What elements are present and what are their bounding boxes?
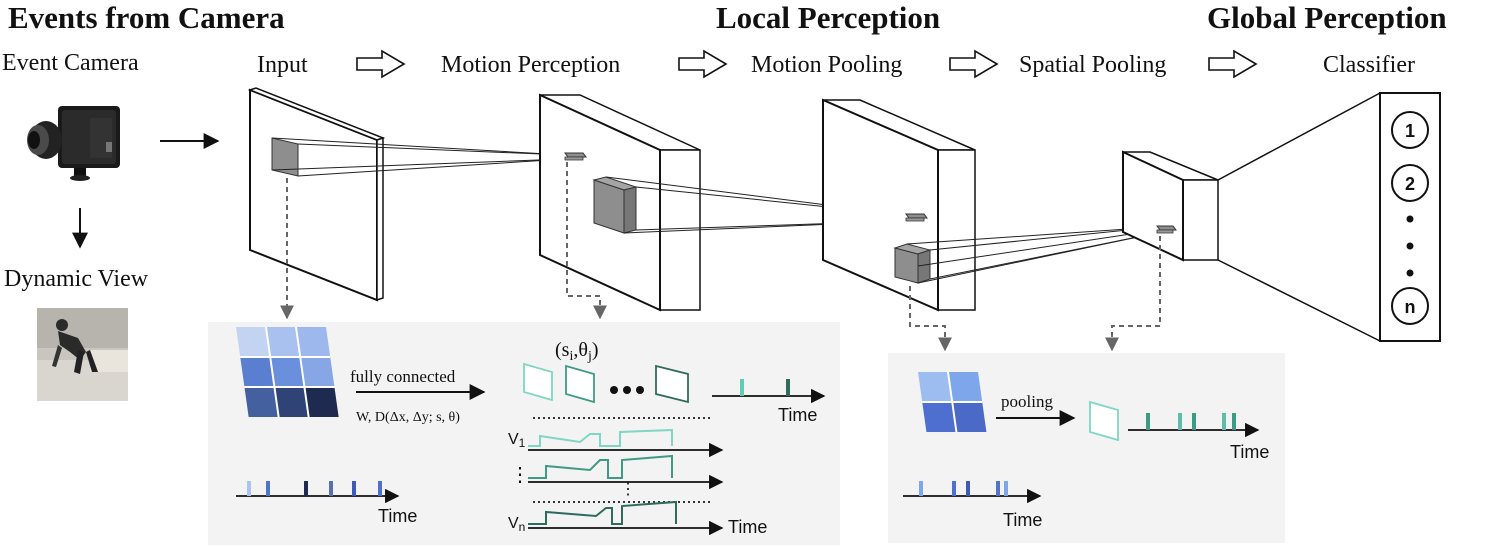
v1-label: V1 xyxy=(508,431,526,450)
pooling-input-time-label: Time xyxy=(1003,510,1042,530)
spike xyxy=(1004,481,1008,496)
input-grid-3x3 xyxy=(236,327,339,417)
hollow-arrow-3 xyxy=(949,49,999,79)
classifier-connect-lines xyxy=(1217,92,1381,342)
classifier-node-n xyxy=(1391,287,1429,325)
spike xyxy=(1146,413,1150,430)
dynamic-view-photo xyxy=(37,308,128,401)
hollow-arrow-1 xyxy=(356,49,406,79)
classifier-node-2 xyxy=(1391,164,1429,202)
spike xyxy=(1222,413,1226,430)
spike xyxy=(919,481,923,496)
spike xyxy=(304,481,308,496)
motion-output-spike xyxy=(786,379,790,396)
param-label: (si,θj) xyxy=(555,339,599,364)
filter-ellipsis-dot xyxy=(610,386,618,394)
vmid-trace xyxy=(528,454,673,479)
classifier-node-label-2: 2 xyxy=(1405,174,1415,194)
hollow-arrow-4 xyxy=(1208,49,1258,79)
classifier-ellipsis-dot xyxy=(1406,269,1414,277)
motion-filter-bank xyxy=(523,362,689,404)
vn-trace xyxy=(528,500,677,525)
classifier-node-label-n: n xyxy=(1405,297,1416,317)
v-ellipsis: ⋮ xyxy=(510,464,530,486)
motion-output-spike xyxy=(740,379,744,396)
header-global-perception: Global Perception xyxy=(1207,0,1447,35)
spike xyxy=(966,481,970,496)
filter-ellipsis-dot xyxy=(623,386,631,394)
pooling-projection-lines xyxy=(906,226,1158,284)
header-events-from-camera: Events from Camera xyxy=(8,0,285,35)
label-motion-perception: Motion Perception xyxy=(441,52,620,78)
pooling-grid-2x2 xyxy=(918,372,987,432)
hollow-arrow-2 xyxy=(678,49,728,79)
input-time-label: Time xyxy=(378,506,417,526)
v1-trace xyxy=(528,428,673,447)
motion-output-time-label: Time xyxy=(778,405,817,425)
spike xyxy=(1192,413,1196,430)
motion-perception-block xyxy=(539,93,701,312)
spike xyxy=(1232,413,1236,430)
label-dynamic-view: Dynamic View xyxy=(4,266,149,292)
vn-label: Vn xyxy=(508,515,525,534)
input-layer xyxy=(247,87,386,302)
vn-time-label: Time xyxy=(728,517,767,537)
classifier-ellipsis-dot xyxy=(1406,242,1414,250)
dashed-connectors xyxy=(280,162,1161,352)
spike xyxy=(952,481,956,496)
spike xyxy=(352,481,356,496)
label-input: Input xyxy=(257,52,308,78)
pooling-label: pooling xyxy=(1001,392,1053,411)
input-timeline-spikes xyxy=(247,481,382,496)
filter-n xyxy=(655,364,689,404)
spike xyxy=(1178,413,1182,430)
spike xyxy=(378,481,382,496)
spike xyxy=(329,481,333,496)
spatial-pooling-block xyxy=(1122,150,1219,262)
event-camera-icon xyxy=(27,106,120,181)
filter-2 xyxy=(565,364,595,404)
stage-arrows xyxy=(356,49,1258,79)
filter-ellipsis-dot xyxy=(636,386,644,394)
weight-function-label: W, D(Δx, Δy; s, θ) xyxy=(356,410,460,425)
header-local-perception: Local Perception xyxy=(716,0,940,35)
filter-1 xyxy=(523,362,553,402)
pooling-output-filter xyxy=(1089,400,1119,442)
pooling-output-spikes xyxy=(1146,413,1236,430)
pooling-output-time-label: Time xyxy=(1230,442,1269,462)
classifier-node-label-1: 1 xyxy=(1405,121,1415,141)
motion-pooling-block xyxy=(822,98,976,312)
label-spatial-pooling: Spatial Pooling xyxy=(1019,52,1166,78)
spike xyxy=(247,481,251,496)
label-motion-pooling: Motion Pooling xyxy=(751,52,902,78)
label-event-camera: Event Camera xyxy=(2,50,139,76)
classifier-node-1 xyxy=(1391,111,1429,149)
input-projection-lines xyxy=(271,137,566,177)
classifier-ellipsis-dot xyxy=(1406,215,1414,223)
pooling-input-spikes xyxy=(919,481,1008,496)
label-classifier: Classifier xyxy=(1323,52,1415,78)
v-ellipsis-inner: ⋮ xyxy=(620,481,636,498)
spike xyxy=(996,481,1000,496)
fully-connected-label: fully connected xyxy=(350,367,456,386)
classifier-column: 1 2 n xyxy=(1379,92,1441,342)
spike xyxy=(266,481,270,496)
